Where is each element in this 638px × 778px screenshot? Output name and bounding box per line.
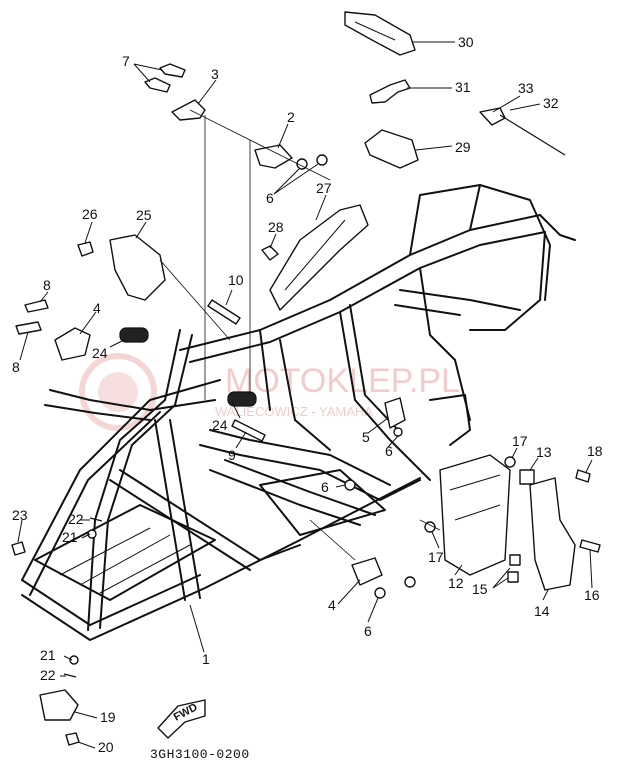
part-24-rubber-lower [227, 391, 257, 407]
part-21-nut-lower [69, 655, 79, 665]
callout-12: 12 [448, 575, 464, 591]
part-8-bolt-lower [15, 321, 42, 335]
part-22-pin-lower [63, 673, 77, 678]
callout-2: 2 [287, 109, 295, 125]
callout-labels: 30 31 33 32 29 7 3 2 6 27 28 26 25 8 4 8… [12, 34, 603, 755]
callout-29: 29 [455, 139, 471, 155]
part-24-rubber-upper [119, 327, 149, 343]
callout-22-lower: 22 [40, 667, 56, 683]
part-9-bolt [231, 419, 266, 442]
callout-21-upper: 21 [62, 529, 78, 545]
part-7-bolts [144, 63, 186, 93]
callout-15: 15 [472, 581, 488, 597]
part-6-nut-mid [393, 427, 403, 437]
callout-18: 18 [587, 443, 603, 459]
callout-31: 31 [455, 79, 471, 95]
part-32-rod [499, 114, 566, 156]
callout-8-upper: 8 [43, 277, 51, 293]
part-22-pin-upper [89, 517, 103, 522]
part-12-battery-box [439, 454, 511, 576]
part-23-bolt [11, 541, 26, 556]
callout-24-upper: 24 [92, 345, 108, 361]
callout-16: 16 [584, 587, 600, 603]
callout-28: 28 [268, 219, 284, 235]
drawing-code: 3GH3100-0200 [150, 747, 250, 762]
callout-1: 1 [202, 651, 210, 667]
part-31-bracket [369, 79, 411, 104]
part-33-handle [479, 107, 506, 126]
leader-lines [17, 41, 593, 749]
part-6-nut-low [344, 479, 356, 491]
callout-21-lower: 21 [40, 647, 56, 663]
callout-25: 25 [136, 207, 152, 223]
callout-6-top: 6 [266, 190, 274, 206]
callout-20: 20 [98, 739, 114, 755]
callout-22-upper: 22 [68, 511, 84, 527]
callout-6-right: 6 [364, 623, 372, 639]
callout-9: 9 [228, 447, 236, 463]
callout-14: 14 [534, 603, 550, 619]
callout-17-lower: 17 [428, 549, 444, 565]
part-15-clip-a [509, 554, 521, 566]
part-15-clip-b [507, 571, 519, 583]
watermark-main: MOTOKLEP.PL [225, 362, 460, 400]
part-5-bracket [384, 397, 406, 429]
callout-4-right: 4 [328, 597, 336, 613]
part-20-bolt [65, 732, 80, 746]
frame-body [21, 184, 576, 641]
part-8-bolt-upper [24, 299, 49, 313]
part-4-bracket-right [351, 557, 383, 586]
part-10-bolt [207, 299, 241, 325]
part-6-nut-top-b [316, 154, 328, 166]
fwd-arrow: FWD [157, 699, 206, 739]
part-17-nut-upper [504, 456, 516, 468]
part-13-block [519, 469, 535, 485]
callout-23: 23 [12, 507, 28, 523]
part-26-bolt [77, 241, 94, 257]
part-17-nut-lower [424, 521, 436, 533]
callout-10: 10 [228, 272, 244, 288]
callout-32: 32 [543, 95, 559, 111]
part-3-bracket [171, 99, 206, 121]
callout-6-low: 6 [321, 479, 329, 495]
part-21-nut-upper [87, 529, 97, 539]
callout-3: 3 [211, 66, 219, 82]
callout-19: 19 [100, 709, 116, 725]
callout-5: 5 [362, 429, 370, 445]
part-6-nut-top-a [296, 158, 308, 170]
part-27-guard [269, 204, 369, 311]
callout-8-lower: 8 [12, 359, 20, 375]
part-2-bracket [254, 144, 293, 169]
part-25-bracket [109, 234, 166, 301]
callout-30: 30 [458, 34, 474, 50]
part-6-nut-right [374, 587, 386, 599]
part-19-bracket [39, 689, 79, 721]
callout-7: 7 [122, 53, 130, 69]
part-14-plate [529, 477, 576, 591]
callout-6-mid: 6 [385, 443, 393, 459]
callout-27: 27 [316, 180, 332, 196]
callout-26: 26 [82, 206, 98, 222]
reference-lines [159, 109, 441, 561]
part-28-bolt [261, 245, 279, 261]
callout-24-lower: 24 [212, 417, 228, 433]
part-29-pad [364, 129, 419, 169]
part-4-bracket-left [54, 327, 91, 361]
part-18-bolt [575, 469, 591, 483]
callout-4-left: 4 [93, 300, 101, 316]
part-6-nut-right-b [404, 576, 416, 588]
part-16-bolt [579, 539, 601, 553]
callout-13: 13 [536, 444, 552, 460]
callout-17-upper: 17 [512, 433, 528, 449]
callout-33: 33 [518, 80, 534, 96]
